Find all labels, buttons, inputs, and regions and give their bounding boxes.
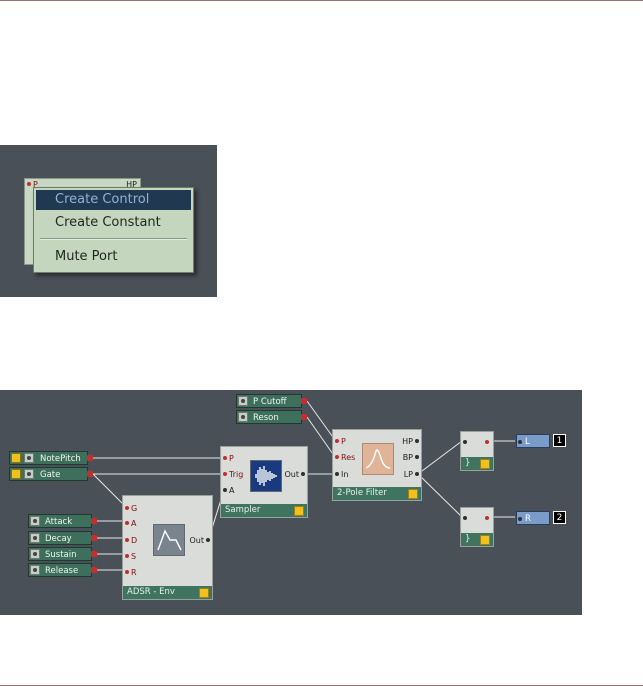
adsr-port-g[interactable]: G <box>125 504 137 514</box>
bg-port-hp[interactable]: HP <box>126 180 137 189</box>
audio-in-port[interactable] <box>518 517 522 521</box>
adder-out-port[interactable] <box>485 516 489 520</box>
adsr-port-a[interactable]: A <box>125 519 136 529</box>
sampler-port-p[interactable]: P <box>223 454 234 464</box>
module-led-icon <box>480 535 490 545</box>
control-out-port[interactable] <box>87 471 93 477</box>
sampler-port-a[interactable]: A <box>223 486 234 496</box>
structure-panel: NotePitch Gate Attack Decay Sustain Rele… <box>0 390 582 615</box>
adder-out-port[interactable] <box>485 440 489 444</box>
audio-out-l[interactable]: L <box>516 434 550 448</box>
reson-control[interactable]: Reson <box>236 410 307 424</box>
filter-port-p[interactable]: P <box>335 437 346 447</box>
knob-icon <box>30 516 40 526</box>
filter-port-lp[interactable]: LP <box>404 470 419 480</box>
envelope-icon <box>153 524 185 556</box>
filter-port-in[interactable]: In <box>335 470 348 480</box>
audio-out-r[interactable]: R <box>516 511 550 525</box>
control-out-port[interactable] <box>91 535 97 541</box>
waveform-icon <box>250 460 282 492</box>
channel-2-badge: 2 <box>553 511 566 524</box>
menu-separator <box>40 238 187 240</box>
control-out-port[interactable] <box>91 551 97 557</box>
midi-led-icon <box>11 453 21 463</box>
adsr-port-out[interactable]: Out <box>189 536 210 546</box>
adder-module-2[interactable]: } <box>460 507 494 547</box>
context-menu-screenshot: P HP Create Control Create Constant Mute… <box>0 145 217 297</box>
channel-1-badge: 1 <box>553 434 566 447</box>
adder-1-title: } <box>461 457 493 470</box>
sampler-module[interactable]: P Trig A Out Sampler <box>220 446 308 518</box>
knob-icon <box>24 453 34 463</box>
control-out-port[interactable] <box>87 455 93 461</box>
midi-led-icon <box>11 469 21 479</box>
adsr-module[interactable]: G A D S R Out ADSR - Env <box>122 495 213 600</box>
sustain-control[interactable]: Sustain <box>28 547 97 561</box>
filter-title: 2-Pole Filter <box>333 487 421 500</box>
module-led-icon <box>294 506 304 516</box>
control-out-port[interactable] <box>91 518 97 524</box>
sampler-title: Sampler <box>221 504 307 517</box>
menu-item-mute-port[interactable]: Mute Port <box>55 249 118 264</box>
module-led-icon <box>199 588 209 598</box>
filter-port-hp[interactable]: HP <box>402 437 419 447</box>
adsr-title: ADSR - Env <box>123 586 212 599</box>
adder-in-port[interactable] <box>463 440 467 444</box>
filter-module[interactable]: P Res In HP BP LP 2-Pole Filter <box>332 429 422 501</box>
adsr-port-s[interactable]: S <box>125 552 136 562</box>
adder-module-1[interactable]: } <box>460 431 494 471</box>
module-led-icon <box>480 459 490 469</box>
release-control[interactable]: Release <box>28 563 97 577</box>
filter-curve-icon <box>362 443 394 475</box>
filter-port-bp[interactable]: BP <box>403 453 419 463</box>
menu-item-create-control[interactable]: Create Control <box>36 190 191 210</box>
filter-port-res[interactable]: Res <box>335 453 355 463</box>
adsr-port-r[interactable]: R <box>125 568 137 578</box>
knob-icon <box>30 549 40 559</box>
knob-icon <box>30 565 40 575</box>
port-context-menu: Create Control Create Constant Mute Port <box>33 187 194 273</box>
control-out-port[interactable] <box>91 567 97 573</box>
knob-icon <box>24 469 34 479</box>
adder-in-port[interactable] <box>463 516 467 520</box>
adsr-port-d[interactable]: D <box>125 536 137 546</box>
control-out-port[interactable] <box>301 414 307 420</box>
menu-item-create-constant[interactable]: Create Constant <box>55 215 161 230</box>
notepitch-control[interactable]: NotePitch <box>9 451 93 465</box>
knob-icon <box>238 396 248 406</box>
knob-icon <box>30 533 40 543</box>
decay-control[interactable]: Decay <box>28 531 97 545</box>
top-rule <box>0 0 643 1</box>
sampler-port-out[interactable]: Out <box>284 470 305 480</box>
gate-control[interactable]: Gate <box>9 467 93 481</box>
audio-in-port[interactable] <box>518 440 522 444</box>
attack-control[interactable]: Attack <box>28 514 97 528</box>
p-cutoff-control[interactable]: P Cutoff <box>236 394 307 408</box>
control-out-port[interactable] <box>301 398 307 404</box>
adder-2-title: } <box>461 533 493 546</box>
sampler-port-trig[interactable]: Trig <box>223 470 243 480</box>
bg-port-p[interactable]: P <box>27 180 38 190</box>
knob-icon <box>238 412 248 422</box>
module-led-icon <box>408 489 418 499</box>
